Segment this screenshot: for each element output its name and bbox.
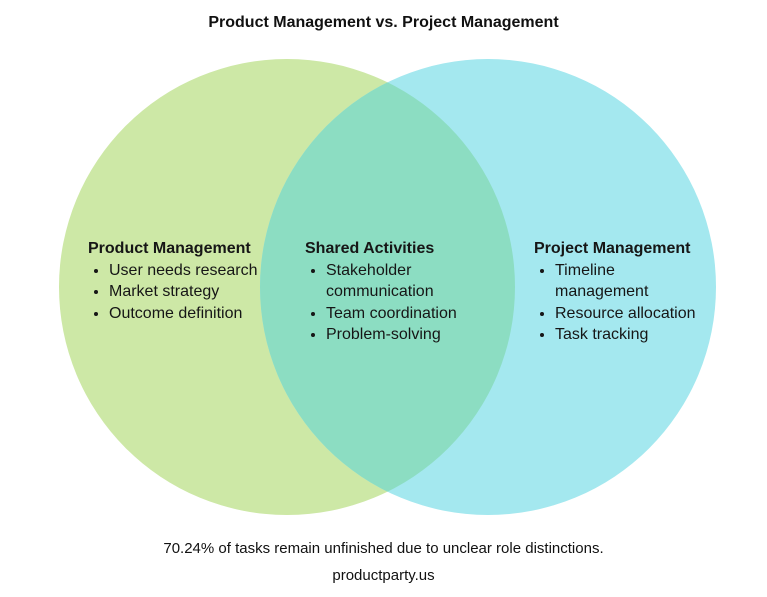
list-item: User needs research [109,260,263,282]
list-item: Team coordination [326,303,480,325]
product-management-heading: Product Management [88,240,251,257]
product-management-group: Product Management User needs research M… [88,238,263,324]
list-item: Outcome definition [109,303,263,325]
project-management-group: Project Management Timeline management R… [534,238,699,346]
shared-activities-heading: Shared Activities [305,240,435,257]
list-item: Timeline management [555,260,699,303]
diagram-title: Product Management vs. Project Managemen… [208,14,559,31]
list-item: Stakeholder communication [326,260,480,303]
footer-site: productparty.us [332,567,435,584]
product-management-list: User needs research Market strategy Outc… [88,260,263,325]
list-item: Resource allocation [555,303,699,325]
footer-note: 70.24% of tasks remain unfinished due to… [163,540,604,557]
list-item: Problem-solving [326,324,480,346]
list-item: Market strategy [109,281,263,303]
shared-activities-list: Stakeholder communication Team coordinat… [305,260,480,346]
list-item: Task tracking [555,324,699,346]
shared-activities-group: Shared Activities Stakeholder communicat… [305,238,480,346]
project-management-list: Timeline management Resource allocation … [534,260,699,346]
shared-overlap-region [260,59,515,515]
project-management-heading: Project Management [534,240,691,257]
